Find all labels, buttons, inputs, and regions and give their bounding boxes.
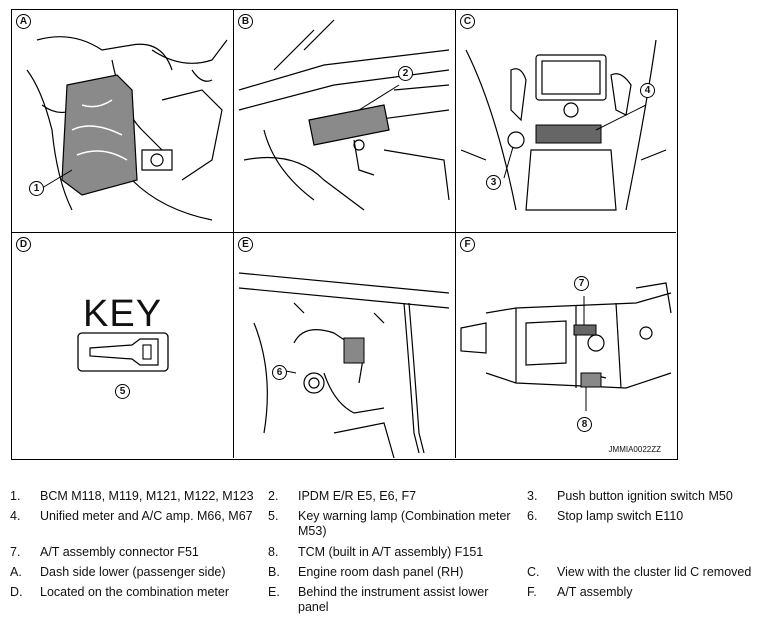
legend-num: E. [268,585,280,599]
legend-num: D. [10,585,23,599]
legend-text: A/T assembly connector F51 [40,545,199,559]
legend-num: 8. [268,545,279,559]
key-warning-lamp-icon [77,332,169,372]
legend-num: 6. [527,509,538,523]
panel-c-illustration [460,39,667,211]
callout-1: 1 [29,181,44,196]
legend-text: Located on the combination meter [40,585,230,599]
legend-text: View with the cluster lid C removed [557,565,752,579]
panel-label-e: E [238,237,253,252]
legend-row: D. Located on the combination meter E. B… [10,585,765,624]
panel-f: F 7 8 [456,233,676,458]
panel-d: D 5 [12,233,233,458]
panel-label-f: F [460,237,475,252]
legend-text: Key warning lamp (Combination meter M53) [298,509,511,538]
legend-row: 4. Unified meter and A/C amp. M66, M67 5… [10,509,765,545]
callout-5: 5 [115,384,130,399]
panel-b: B 2 [234,10,455,232]
legend-text: Dash side lower (passenger side) [40,565,226,579]
legend-num: 2. [268,489,279,503]
callout-6: 6 [272,365,287,380]
divider [455,10,456,458]
legend-row: 1. BCM M118, M119, M121, M122, M123 2. I… [10,489,765,509]
figure-code: JMMIA0022ZZ [608,445,661,454]
callout-8: 8 [577,417,592,432]
panel-a: A 1 [12,10,233,232]
legend-text: Engine room dash panel (RH) [298,565,464,579]
callout-3: 3 [486,175,501,190]
legend-text: Unified meter and A/C amp. M66, M67 [40,509,253,523]
panel-c: C 3 4 [456,10,676,232]
key-label: KEY [83,293,163,335]
callout-2: 2 [398,66,413,81]
divider [233,10,234,458]
legend-text: Stop lamp switch E110 [557,509,684,523]
panel-e-illustration [238,272,450,458]
legend-row: 7. A/T assembly connector F51 8. TCM (bu… [10,545,765,565]
panel-label-d: D [16,237,31,252]
legend-text: Behind the instrument assist lower panel [298,585,489,614]
legend-num: 1. [10,489,21,503]
legend-num: 4. [10,509,21,523]
legend-num: A. [10,565,22,579]
panel-b-illustration [238,19,450,211]
legend-text: IPDM E/R E5, E6, F7 [298,489,417,503]
panel-f-illustration [460,282,672,411]
panel-label-b: B [238,14,253,29]
panel-e: E 6 [234,233,455,458]
legend-num: 3. [527,489,538,503]
legend-num: 5. [268,509,279,523]
figure-frame: A 1 B [11,9,678,460]
panel-label-a: A [16,14,31,29]
legend-num: B. [268,565,280,579]
legend-num: C. [527,565,540,579]
callout-7: 7 [574,276,589,291]
callout-4: 4 [640,83,655,98]
legend-text: TCM (built in A/T assembly) F151 [298,545,484,559]
panel-label-c: C [460,14,475,29]
legend-text: A/T assembly [557,585,633,599]
legend-text: BCM M118, M119, M121, M122, M123 [40,489,254,503]
panel-a-illustration [26,36,228,221]
divider [12,232,676,233]
legend-row: A. Dash side lower (passenger side) B. E… [10,565,765,585]
legend: 1. BCM M118, M119, M121, M122, M123 2. I… [10,489,765,624]
legend-num: F. [527,585,537,599]
legend-num: 7. [10,545,21,559]
legend-text: Push button ignition switch M50 [557,489,733,503]
